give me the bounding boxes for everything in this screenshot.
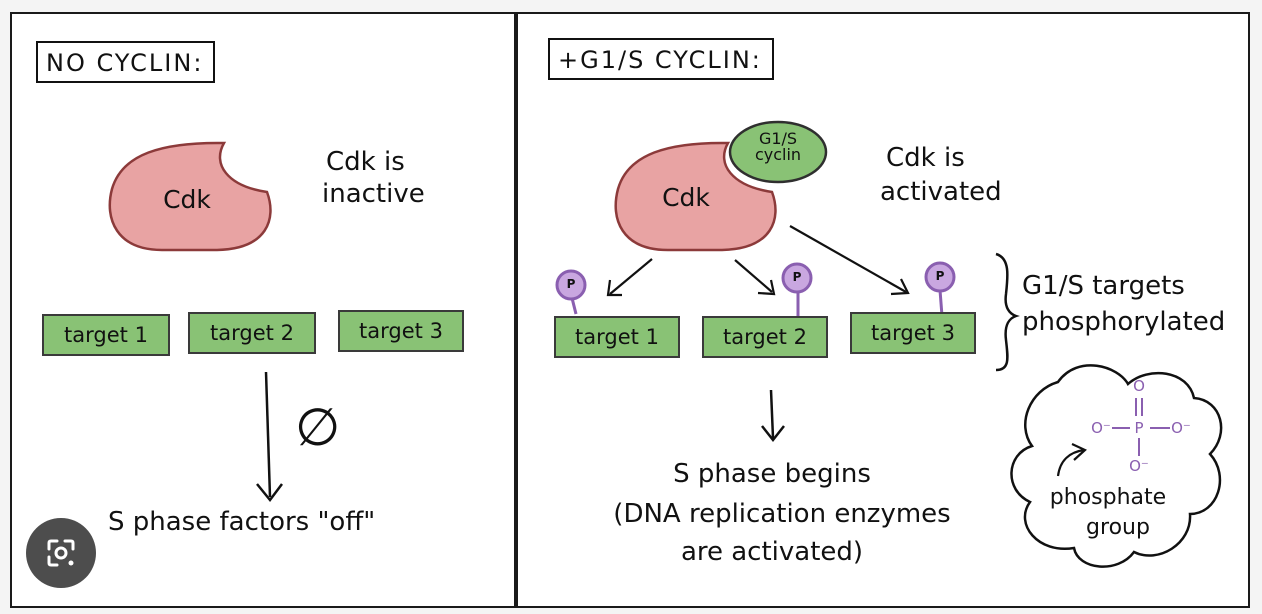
curly-brace bbox=[995, 252, 1020, 372]
phospho-badge-1: P bbox=[566, 277, 576, 291]
phosphate-o-top: O bbox=[1133, 377, 1145, 395]
arrow-to-target1 bbox=[609, 258, 653, 295]
bond-double bbox=[1135, 398, 1143, 416]
target-2-right: target 2 bbox=[702, 316, 828, 358]
result-left: S phase factors "off" bbox=[108, 507, 376, 537]
result-line1-right: S phase begins bbox=[673, 459, 871, 489]
null-symbol: ∅ bbox=[295, 398, 341, 458]
target-3-left: target 3 bbox=[338, 310, 464, 352]
status-line2-left: inactive bbox=[322, 179, 425, 209]
cdk-label-right: Cdk bbox=[662, 183, 710, 212]
arrow-down-right bbox=[769, 389, 775, 439]
targets-note-line2: phosphorylated bbox=[1022, 307, 1226, 337]
phospho-badge-2: P bbox=[792, 270, 802, 284]
cyclin-label-line2: cyclin bbox=[754, 145, 802, 164]
target-2-left: target 2 bbox=[188, 312, 316, 354]
left-diagram-shapes bbox=[108, 141, 283, 503]
phospho-circle-2 bbox=[781, 262, 813, 294]
phosphate-o-right: O⁻ bbox=[1171, 419, 1191, 437]
status-line2-right: activated bbox=[880, 177, 1002, 207]
arrow-head-down-right bbox=[761, 425, 785, 443]
phosphate-pointer-head bbox=[1071, 443, 1087, 461]
arrow-head bbox=[256, 483, 283, 503]
result-line2-right: (DNA replication enzymes bbox=[613, 499, 951, 529]
target-1-right: target 1 bbox=[554, 316, 680, 358]
arrow-head-3 bbox=[890, 278, 910, 296]
phosphate-o-left: O⁻ bbox=[1091, 419, 1111, 437]
cdk-label-left: Cdk bbox=[163, 185, 211, 214]
right-diagram-shapes bbox=[555, 120, 1223, 568]
cyclin-label-line1: G1/S bbox=[758, 129, 798, 148]
panel-title-no-cyclin: NO CYCLIN: bbox=[36, 41, 216, 83]
targets-note-line1: G1/S targets bbox=[1022, 271, 1185, 301]
arrow-to-target3 bbox=[789, 225, 907, 293]
google-lens-button[interactable] bbox=[26, 518, 96, 588]
panel-title-g1s-cyclin: +G1/S CYCLIN: bbox=[548, 38, 774, 80]
phospho-circle-1 bbox=[555, 269, 587, 301]
status-line1-left: Cdk is bbox=[326, 147, 405, 177]
phosphate-label-line1: phosphate bbox=[1049, 485, 1167, 510]
phospho-stem-1 bbox=[570, 297, 578, 315]
arrow-head-2 bbox=[757, 279, 776, 296]
arrow-head-1 bbox=[606, 279, 622, 297]
phospho-stem-3 bbox=[938, 289, 944, 317]
phospho-circle-3 bbox=[924, 261, 956, 293]
cyclin-shape bbox=[728, 120, 828, 184]
google-lens-icon bbox=[47, 539, 75, 567]
result-line3-right: are activated) bbox=[680, 537, 864, 567]
phospho-badge-3: P bbox=[935, 269, 945, 283]
phosphate-pointer bbox=[1056, 448, 1085, 477]
arrow-down bbox=[264, 371, 272, 498]
phosphate-label-line2: group bbox=[1086, 515, 1150, 540]
cdk-shape-right bbox=[614, 141, 777, 252]
target-3-right: target 3 bbox=[850, 312, 976, 354]
cdk-shape bbox=[108, 141, 272, 252]
status-line1-right: Cdk is bbox=[886, 143, 965, 173]
target-1-left: target 1 bbox=[42, 314, 170, 356]
phosphate-p: P bbox=[1134, 419, 1144, 437]
arrow-to-target2 bbox=[734, 259, 773, 293]
phosphate-cloud bbox=[1010, 364, 1223, 568]
panel-g1s-cyclin: +G1/S CYCLIN: Cdk G1/S bbox=[516, 12, 1250, 608]
panel-no-cyclin: NO CYCLIN: Cdk Cdk is inactive target 1 … bbox=[10, 12, 516, 608]
phosphate-o-bottom: O⁻ bbox=[1129, 457, 1149, 475]
